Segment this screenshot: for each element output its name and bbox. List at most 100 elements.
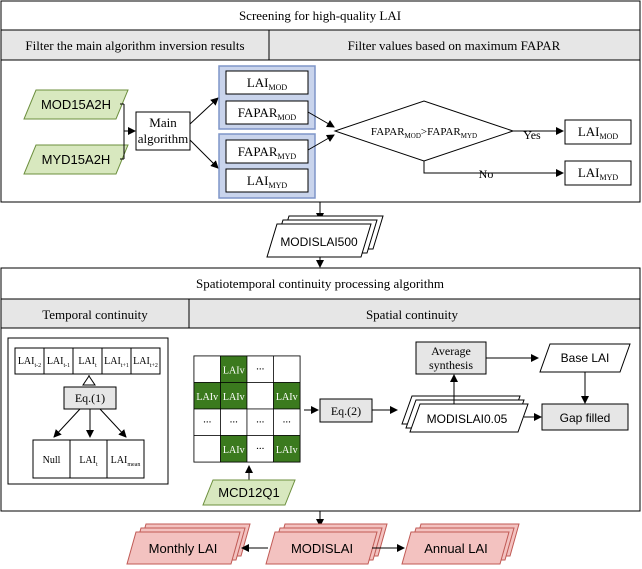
modislai500-box — [266, 223, 372, 258]
temporal-header — [0, 298, 190, 329]
arrow-to-mod-group — [189, 97, 219, 125]
eq1-result-cell — [69, 439, 108, 479]
yes-label: Yes — [523, 128, 541, 142]
temporal-header-label: Temporal continuity — [42, 307, 148, 322]
eq1-result-label: LAIt — [79, 455, 98, 468]
lai-series-row: LAIt-2 LAIt-1 LAIt LAIt+1 LAIt+2 — [14, 347, 161, 375]
lai-series-cell — [43, 347, 74, 375]
modislai005-label: MODISLAI0.05 — [427, 412, 508, 426]
lai-series-cell — [72, 347, 103, 375]
laiv-grid-cell — [246, 435, 274, 463]
screening-title: Screening for high-quality LAI — [239, 8, 401, 23]
lai-series-label: LAIt+2 — [133, 356, 158, 369]
eq1-result-cell — [32, 439, 71, 479]
laiv-grid-cell — [246, 355, 274, 383]
screening-left-header-label: Filter the main algorithm inversion resu… — [25, 38, 244, 53]
modislai-box — [265, 531, 378, 565]
base-lai-box — [539, 343, 631, 373]
lai-series-cell — [130, 347, 161, 375]
laiv-label: LAIv — [276, 392, 298, 403]
arrow-to-myd-group — [189, 139, 219, 169]
fapar-myd-box — [225, 139, 309, 164]
average-synthesis-line2: synthesis — [429, 358, 473, 372]
screening-right-header-label: Filter values based on maximum FAPAR — [348, 38, 561, 53]
laiv-grid-cell — [193, 408, 221, 436]
laiv-label: LAIv — [196, 392, 218, 403]
laiv-label: LAIv — [223, 365, 245, 376]
mod15a2h-input — [23, 89, 129, 120]
eq1-label: Eq.(1) — [75, 391, 105, 405]
ellipsis-label: ... — [283, 413, 292, 425]
main-algorithm-line1: Main — [149, 115, 177, 130]
ellipsis-label: ... — [256, 360, 265, 372]
spatial-header-label: Spatial continuity — [366, 307, 459, 322]
eq1-result-label: LAImean — [111, 455, 141, 468]
no-path — [423, 161, 564, 177]
lai-t-triangle — [82, 375, 96, 386]
lai-series-label: LAIt-2 — [18, 356, 41, 369]
laiv-label: LAIv — [276, 445, 298, 456]
screening-right-header — [268, 29, 641, 61]
continuity-title: Spatiotemporal continuity processing alg… — [196, 276, 444, 291]
modislai-label: MODISLAI — [291, 541, 353, 556]
annual-lai-label: Annual LAI — [424, 541, 488, 556]
laiv-grid-cell — [193, 355, 221, 383]
decision-label: FAPARMOD>FAPARMYD — [371, 126, 477, 140]
monthly-lai-box — [126, 531, 241, 565]
mod15a2h-label: MOD15A2H — [41, 97, 111, 112]
laiv-grid-cell — [246, 382, 274, 410]
myd15a2h-label: MYD15A2H — [42, 152, 111, 167]
lai-myd-label: LAIMYD — [247, 173, 288, 190]
laiv-grid-cell — [273, 382, 301, 410]
monthly-lai-label: Monthly LAI — [149, 541, 218, 556]
no-label: No — [479, 167, 494, 181]
laiv-label: LAIv — [223, 392, 245, 403]
main-algorithm-line2: algorithm — [138, 131, 189, 146]
ellipsis-label: ... — [256, 440, 265, 452]
gap-filled-box — [541, 403, 629, 431]
lai-mod-box — [225, 70, 309, 95]
lai-myd-output-label: LAIMYD — [578, 165, 619, 182]
eq1-arrow-lai-mean — [99, 408, 127, 438]
myd15a2h-input — [23, 144, 129, 175]
base-lai-label: Base LAI — [561, 351, 610, 365]
lai-series-label: LAIt-1 — [47, 356, 70, 369]
eq1-result-cell — [106, 439, 145, 479]
ellipsis-label: ... — [203, 413, 212, 425]
arrow-fapar-myd-to-decision — [307, 134, 335, 151]
laiv-grid-cell — [193, 382, 221, 410]
mcd12q1-label: MCD12Q1 — [218, 485, 279, 500]
lai-mod-label: LAIMOD — [247, 75, 288, 92]
main-algorithm-box — [135, 111, 191, 151]
screening-left-header — [0, 29, 270, 61]
annual-lai-box — [401, 531, 510, 565]
lai-myd-box — [225, 168, 309, 193]
lai-series-label: LAIt — [78, 356, 97, 369]
eq1-arrow-null — [53, 408, 81, 438]
laiv-grid-cell — [193, 435, 221, 463]
laiv-grid-cell — [273, 408, 301, 436]
ellipsis-label: ... — [256, 413, 265, 425]
average-synthesis-line1: Average — [431, 344, 471, 358]
ellipsis-label: ... — [230, 413, 239, 425]
gap-filled-label: Gap filled — [560, 411, 611, 425]
eq1-result-label: Null — [43, 455, 61, 466]
fapar-myd-label: FAPARMYD — [238, 144, 297, 161]
laiv-grid-cell — [273, 435, 301, 463]
lai-series-label: LAIt+1 — [104, 356, 129, 369]
arrow-fapar-mod-to-decision — [307, 111, 335, 128]
eq2-label: Eq.(2) — [331, 404, 361, 418]
modislai005-box — [409, 403, 529, 433]
eq1-results-row: Null LAIt LAImean — [32, 439, 145, 479]
lai-mod-output-label: LAIMOD — [578, 124, 619, 141]
mcd12q1-input — [202, 479, 296, 506]
laiv-label: LAIv — [223, 445, 245, 456]
spatial-header — [188, 298, 641, 329]
fapar-mod-label: FAPARMOD — [238, 105, 297, 122]
modislai500-label: MODISLAI500 — [280, 235, 358, 249]
lai-mod-output — [564, 119, 632, 145]
lai-myd-output — [564, 160, 632, 186]
